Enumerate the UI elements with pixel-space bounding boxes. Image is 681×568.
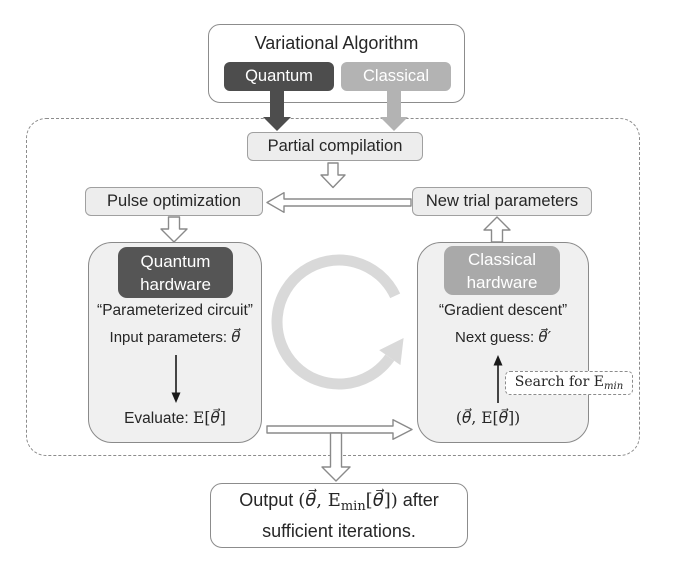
classical-flow-arrow-stem <box>387 91 401 118</box>
theta-energy-pair-label: (θ⃗, E[θ⃗]) <box>455 409 521 427</box>
arrow-up-icon <box>483 216 511 243</box>
arrow-down-thin-icon <box>171 355 181 403</box>
arrow-down-icon <box>320 162 346 189</box>
variational-algorithm-title: Variational Algorithm <box>254 32 419 53</box>
arrow-up-thin-icon <box>493 355 503 403</box>
arrow-right-icon <box>266 419 413 440</box>
classical-hardware-node: Classical hardware “Gradient descent” Ne… <box>417 242 589 443</box>
quantum-hardware-node: Quantum hardware “Parameterized circuit”… <box>88 242 262 443</box>
search-for-emin-box: Search for Emin <box>505 371 633 395</box>
output-line2: sufficient iterations. <box>262 521 416 542</box>
classical-pill: Classical <box>341 62 451 91</box>
output-line1: Output (θ⃗, Emin[θ⃗]) after <box>239 489 439 515</box>
partial-compilation-box: Partial compilation <box>247 132 423 161</box>
gradient-descent-label: “Gradient descent” <box>438 302 568 319</box>
output-box: Output (θ⃗, Emin[θ⃗]) after sufficient i… <box>210 483 468 548</box>
new-trial-parameters-box: New trial parameters <box>412 187 592 216</box>
evaluate-label: Evaluate: E[θ⃗] <box>124 409 226 427</box>
classical-hardware-header-line1: Classical <box>467 249 537 269</box>
iteration-cycle-arrow-icon <box>271 254 404 390</box>
classical-hardware-header: Classical hardware <box>444 246 560 295</box>
arrow-down-icon <box>321 432 351 482</box>
quantum-hardware-header-line2: hardware <box>140 274 211 294</box>
parameterized-circuit-label: “Parameterized circuit” <box>97 302 253 319</box>
classical-flow-arrow-head-icon <box>380 117 408 131</box>
quantum-hardware-header-line1: Quantum <box>140 251 211 271</box>
arrow-left-icon <box>266 192 412 213</box>
next-guess-label: Next guess: θ⃗′ <box>455 328 551 346</box>
quantum-flow-arrow-head-icon <box>263 117 291 131</box>
quantum-hardware-header: Quantum hardware <box>118 247 233 298</box>
pulse-optimization-box: Pulse optimization <box>85 187 263 216</box>
input-parameters-label: Input parameters: θ⃗ <box>109 328 241 346</box>
quantum-flow-arrow-stem <box>270 91 284 118</box>
classical-hardware-header-line2: hardware <box>466 272 538 292</box>
quantum-pill: Quantum <box>224 62 334 91</box>
arrow-down-icon <box>160 216 188 243</box>
